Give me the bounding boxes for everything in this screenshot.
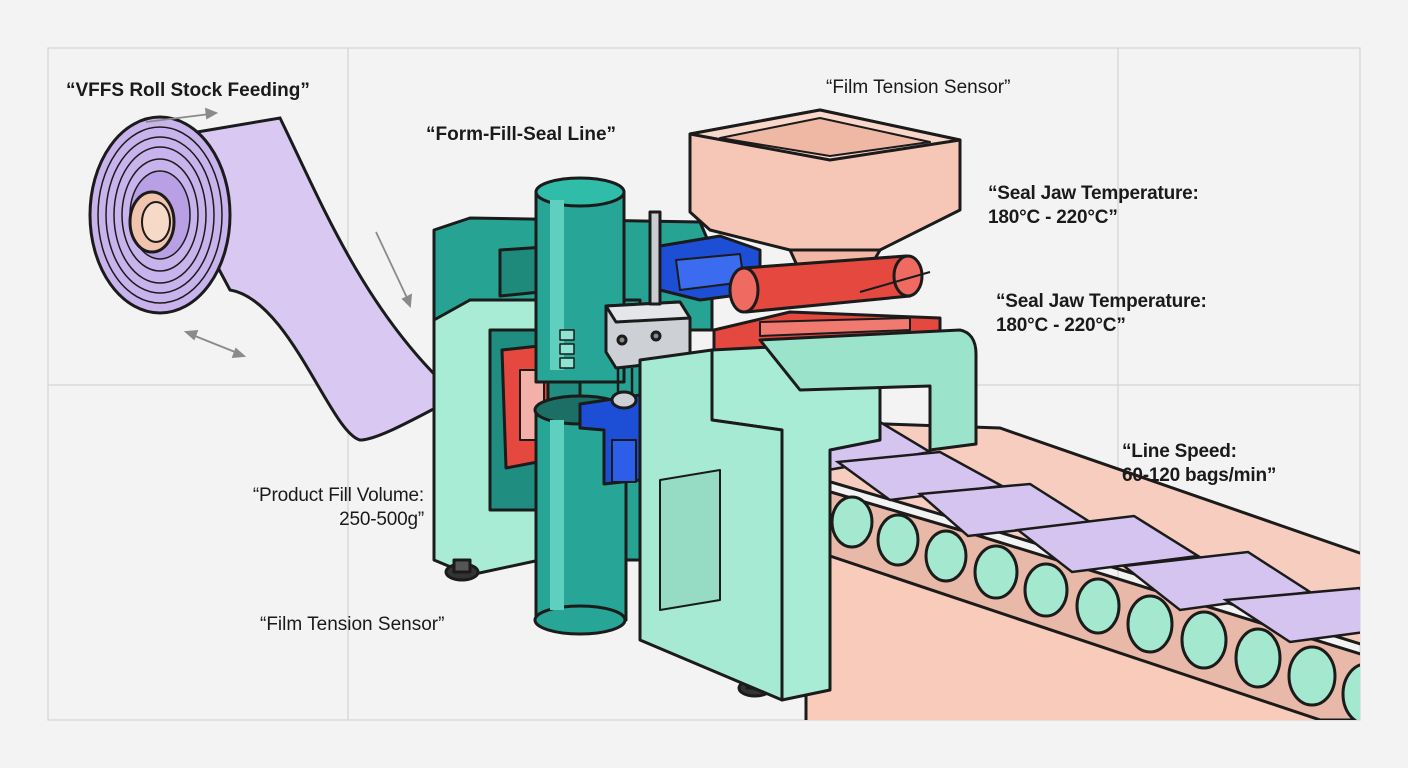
label-seal-jaw-temperature-1: “Seal Jaw Temperature: 180°C - 220°C”	[988, 183, 1199, 228]
label-form-fill-seal: “Form-Fill-Seal Line”	[426, 124, 616, 145]
conveyor-rollers	[784, 478, 1360, 720]
motion-arrows	[145, 107, 413, 359]
vffs-machine	[432, 108, 978, 702]
label-line-speed: “Line Speed: 60-120 bags/min”	[1122, 441, 1277, 486]
conveyor	[767, 418, 1360, 720]
film-roll	[88, 115, 561, 442]
label-seal-jaw-temperature-2: “Seal Jaw Temperature: 180°C - 220°C”	[996, 291, 1207, 336]
annotations: “VFFS Roll Stock Feeding” “Form-Fill-Sea…	[66, 77, 1010, 635]
label-roll-stock: “VFFS Roll Stock Feeding”	[66, 80, 310, 101]
label-film-tension-top: “Film Tension Sensor”	[826, 77, 1010, 98]
label-film-tension-bottom: “Film Tension Sensor”	[260, 614, 444, 635]
label-product-fill-volume: “Product Fill Volume: 250-500g”	[252, 485, 424, 530]
